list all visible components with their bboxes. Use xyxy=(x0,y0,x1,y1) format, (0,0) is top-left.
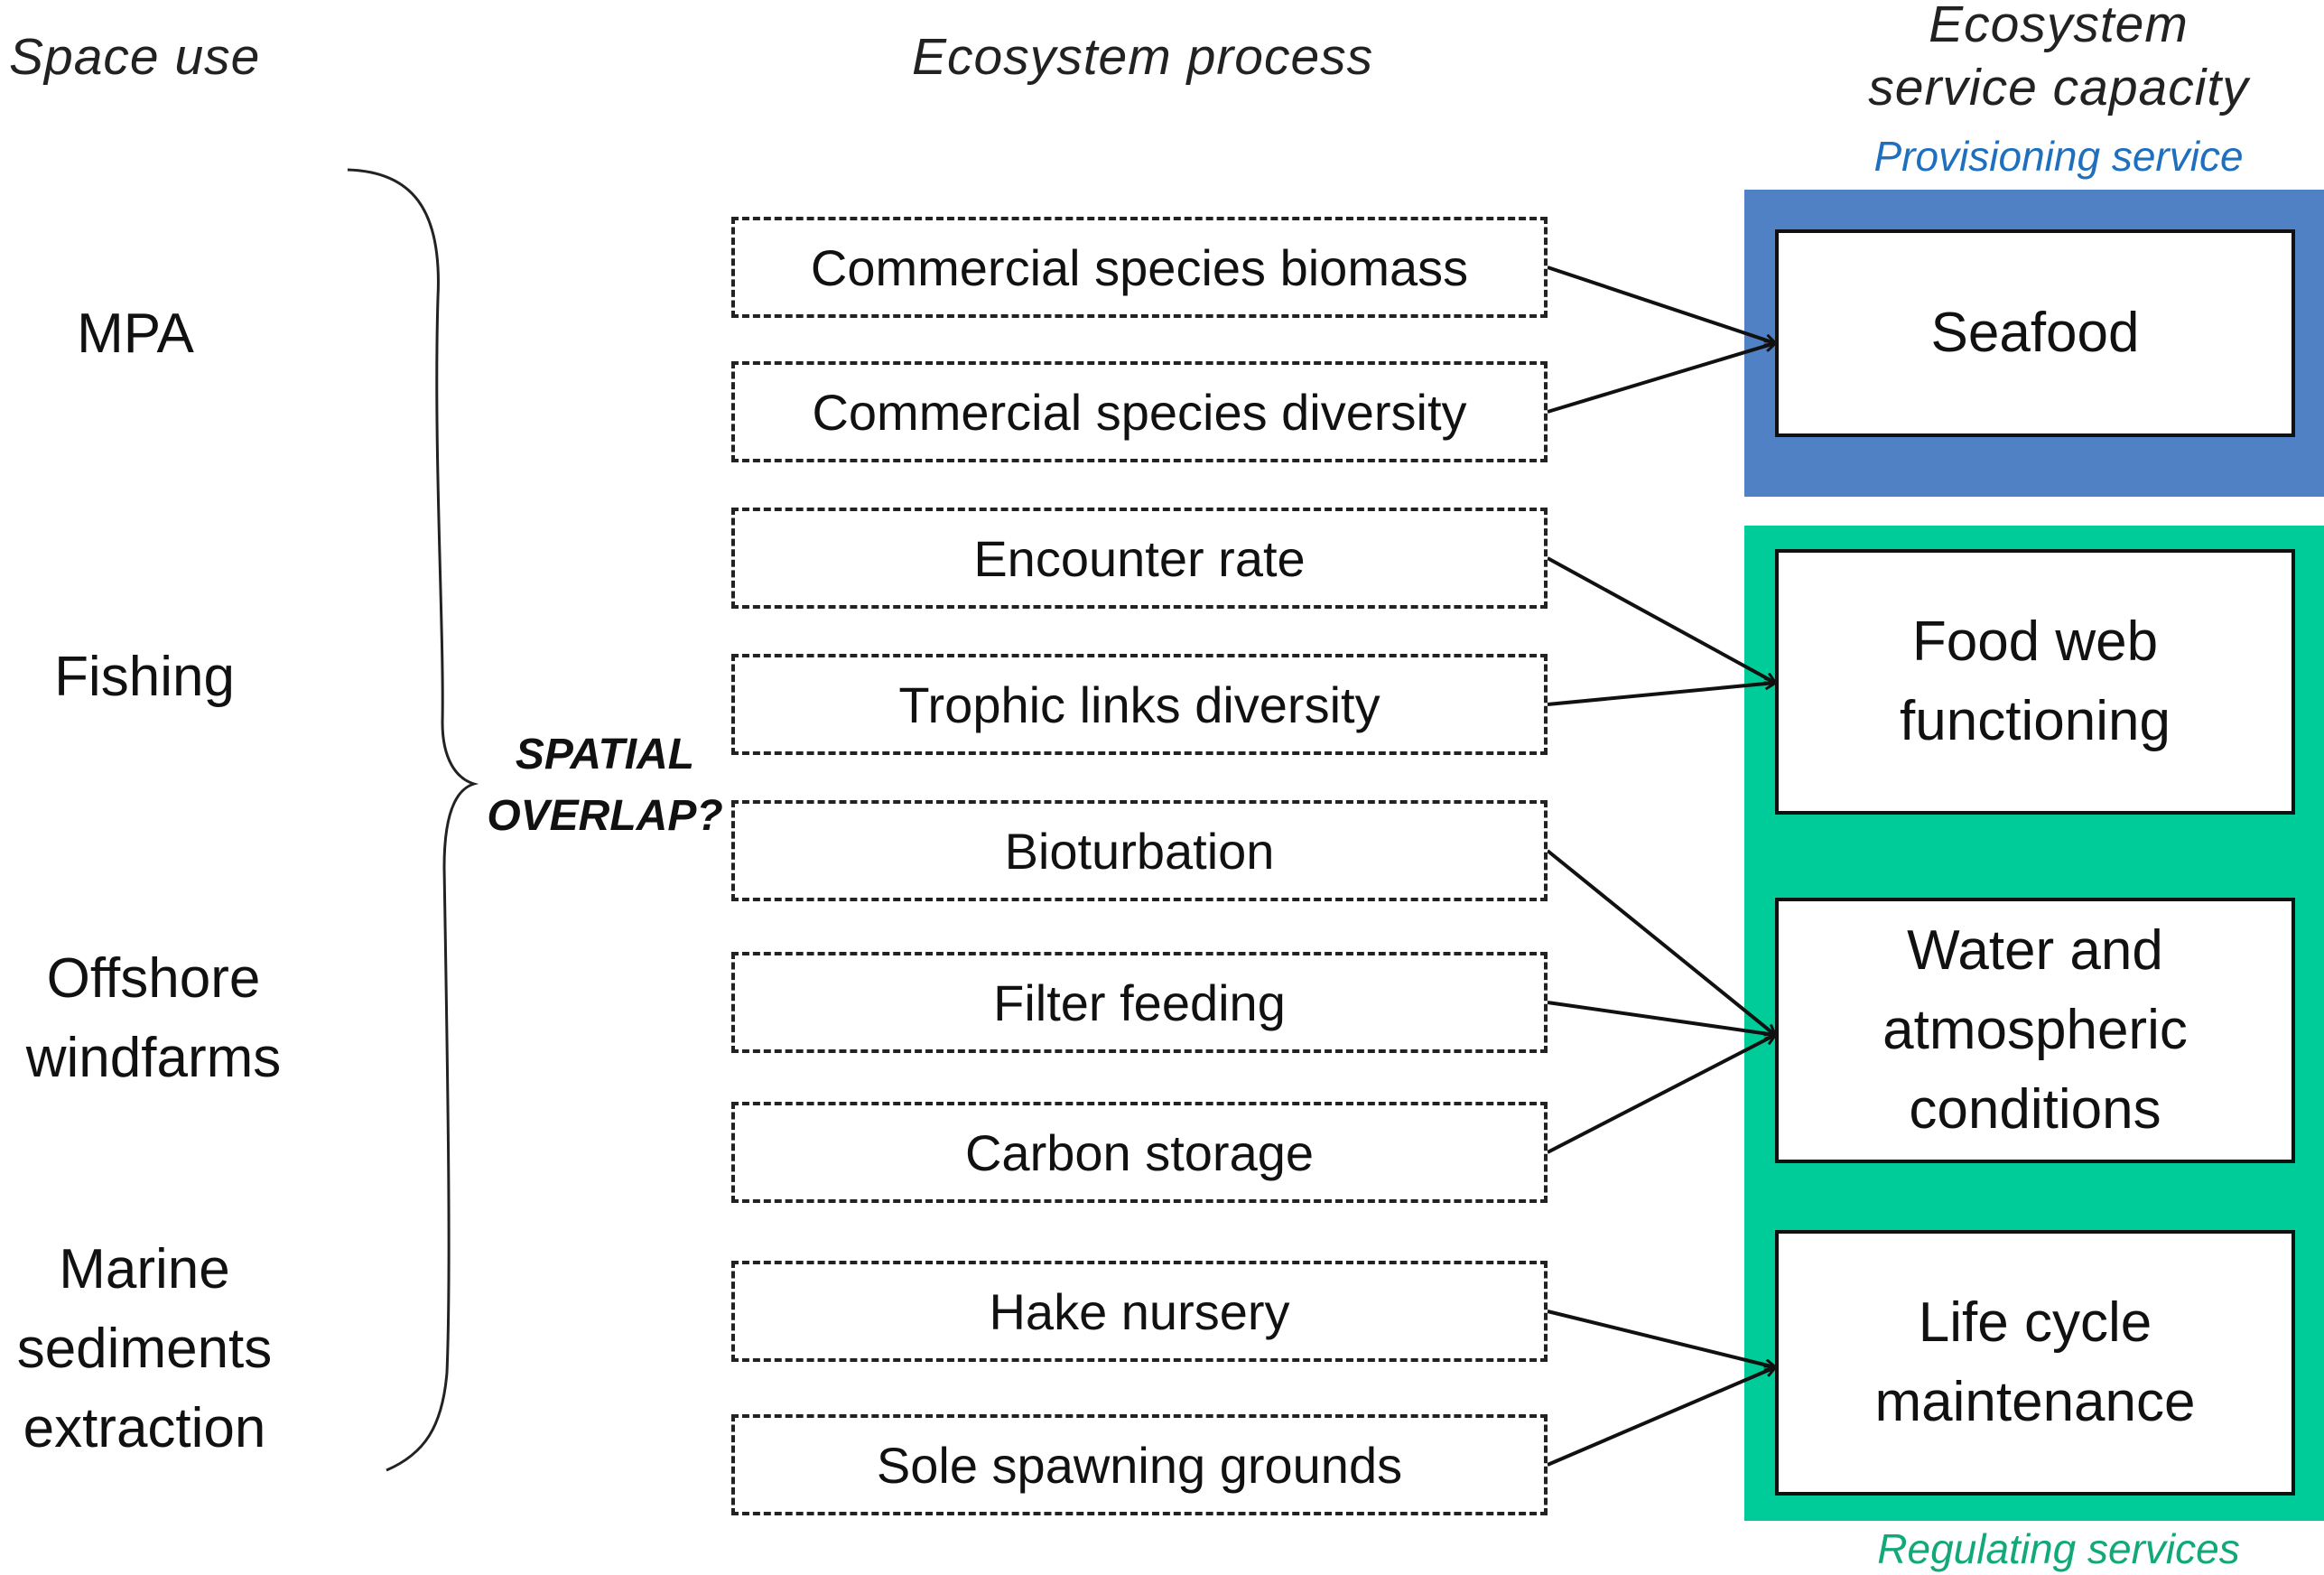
process-label: Sole spawning grounds xyxy=(876,1436,1403,1494)
process-bioturbation: Bioturbation xyxy=(731,800,1548,901)
space-use-fishing: Fishing xyxy=(18,638,271,717)
process-label: Commercial species biomass xyxy=(810,238,1469,296)
space-use-header: Space use xyxy=(9,28,261,86)
link-arrow xyxy=(1547,1035,1775,1154)
process-carbon-storage: Carbon storage xyxy=(731,1102,1548,1203)
link-arrow xyxy=(1547,343,1775,414)
space-use-label: extraction xyxy=(23,1397,266,1459)
process-filter-feeding: Filter feeding xyxy=(731,952,1548,1053)
service-label: atmospheric xyxy=(1882,999,2188,1061)
process-label: Bioturbation xyxy=(1004,822,1275,880)
link-arrow xyxy=(1547,1367,1775,1467)
service-label: Food web xyxy=(1911,610,2159,673)
space-use-label: Marine xyxy=(59,1238,230,1300)
curly-brace xyxy=(347,168,479,1472)
service-label: Seafood xyxy=(1930,302,2140,364)
space-use-offshore-windfarms: Offshore windfarms xyxy=(0,939,307,1098)
service-label: conditions xyxy=(1909,1078,2161,1141)
service-life-cycle-maintenance: Life cycle maintenance xyxy=(1775,1230,2295,1496)
process-commercial-species-biomass: Commercial species biomass xyxy=(731,217,1548,318)
process-label: Filter feeding xyxy=(993,974,1286,1031)
process-label: Hake nursery xyxy=(989,1282,1290,1340)
process-label: Carbon storage xyxy=(964,1123,1314,1181)
service-seafood: Seafood xyxy=(1775,229,2295,437)
space-use-label: sediments xyxy=(16,1318,273,1380)
link-arrow xyxy=(1546,849,1775,1035)
link-arrow xyxy=(1547,683,1775,706)
ecosystem-service-capacity-header: Ecosystem service capacity xyxy=(1833,0,2284,119)
process-encounter-rate: Encounter rate xyxy=(731,508,1548,609)
process-commercial-species-diversity: Commercial species diversity xyxy=(731,361,1548,462)
link-arrow xyxy=(1547,266,1775,343)
process-sole-spawning-grounds: Sole spawning grounds xyxy=(731,1414,1548,1515)
space-use-label: windfarms xyxy=(25,1027,282,1089)
overlap-line-1: SPATIAL xyxy=(515,731,695,778)
regulating-services-label: Regulating services xyxy=(1877,1525,2240,1572)
process-hake-nursery: Hake nursery xyxy=(731,1261,1548,1362)
service-label: Water and xyxy=(1907,919,2163,982)
service-label: functioning xyxy=(1900,690,2171,752)
ecosystem-process-header: Ecosystem process xyxy=(912,28,1374,86)
space-use-label: MPA xyxy=(77,303,194,365)
process-label: Commercial species diversity xyxy=(812,383,1467,441)
provisioning-service-label: Provisioning service xyxy=(1873,133,2244,180)
spatial-overlap-label: SPATIAL OVERLAP? xyxy=(469,724,740,847)
overlap-line-2: OVERLAP? xyxy=(487,792,723,840)
header-line-2: service capacity xyxy=(1868,59,2249,116)
process-trophic-links-diversity: Trophic links diversity xyxy=(731,654,1548,755)
link-arrow xyxy=(1547,1001,1775,1035)
service-water-and-atmospheric-conditions: Water and atmospheric conditions xyxy=(1775,898,2295,1163)
service-label: Life cycle xyxy=(1918,1291,2152,1354)
space-use-label: Fishing xyxy=(54,646,235,708)
space-use-label: Offshore xyxy=(46,947,261,1010)
service-label: maintenance xyxy=(1874,1371,2196,1433)
service-food-web-functioning: Food web functioning xyxy=(1775,549,2295,815)
process-label: Trophic links diversity xyxy=(898,676,1380,733)
link-arrow xyxy=(1547,1309,1775,1367)
space-use-marine-sediments-extraction: Marine sediments extraction xyxy=(0,1230,289,1468)
process-label: Encounter rate xyxy=(973,529,1306,587)
space-use-mpa: MPA xyxy=(18,294,253,374)
link-arrow xyxy=(1547,556,1775,683)
header-line-1: Ecosystem xyxy=(1929,0,2189,53)
